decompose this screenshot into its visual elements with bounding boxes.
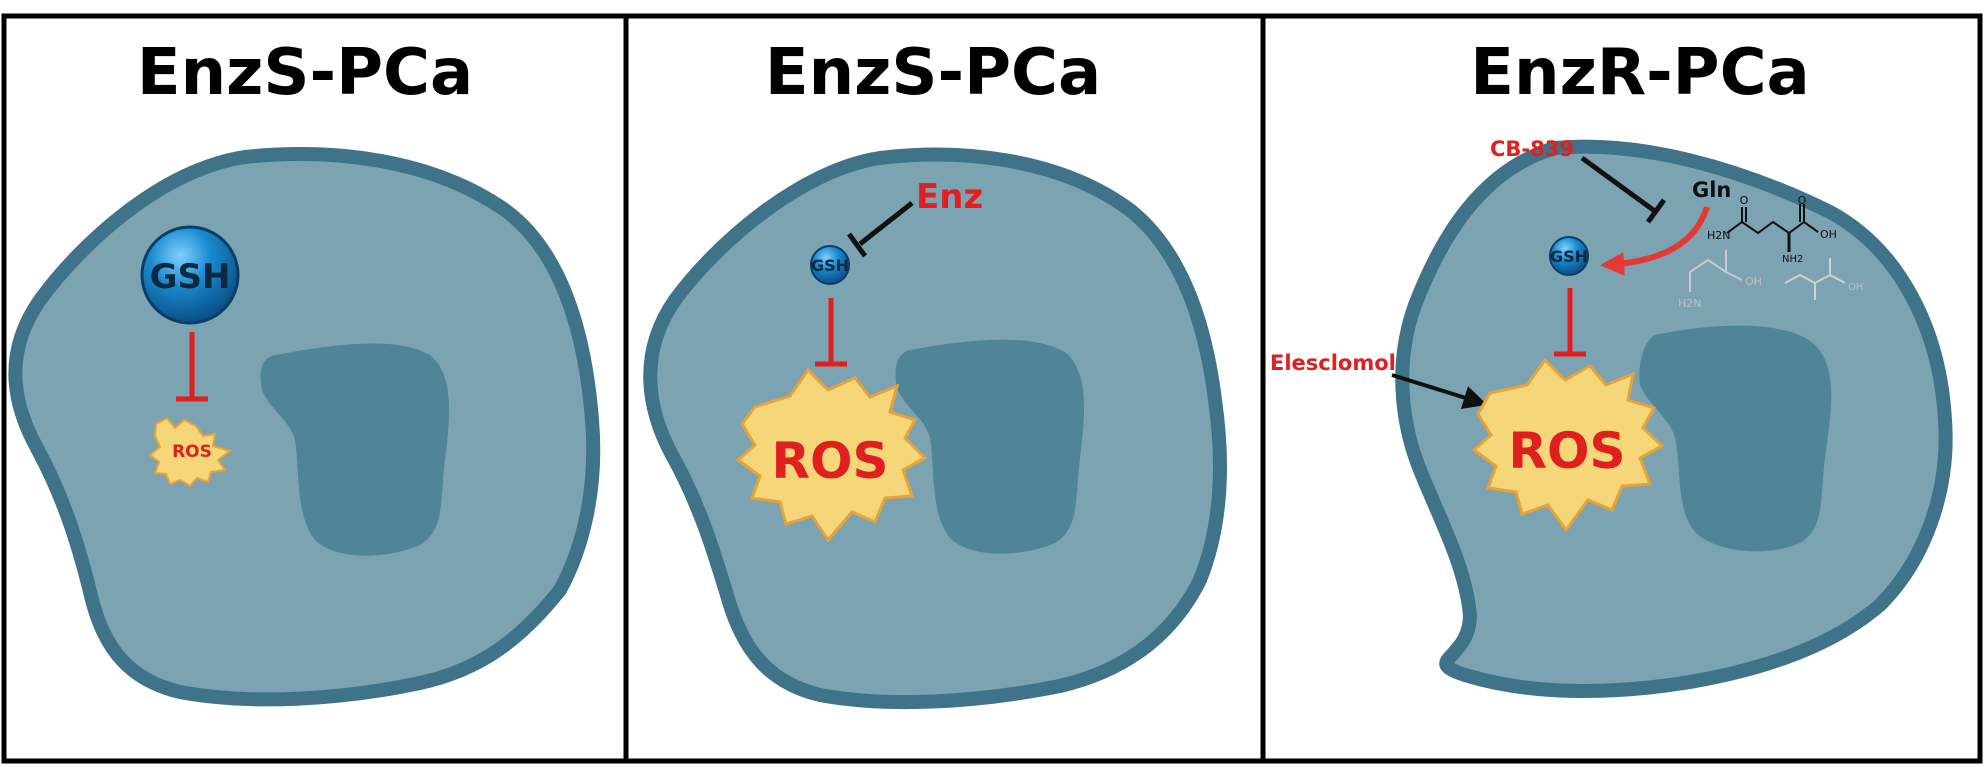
gsh-label-1: GSH xyxy=(150,257,231,297)
ros-label-3: ROS xyxy=(1508,422,1625,480)
enz-label: Enz xyxy=(916,177,983,217)
cb839-inhibition-bar xyxy=(1645,198,1667,224)
elesclomol-label: Elesclomol xyxy=(1270,351,1396,375)
chem-nh2: NH2 xyxy=(1782,254,1803,265)
ros-burst-2 xyxy=(735,367,928,543)
faint-oh-right: OH xyxy=(1848,282,1863,293)
nucleus-2 xyxy=(895,339,1085,554)
panel-2: EnzS-PCa GSH Enz ROS xyxy=(643,36,1227,710)
ros-label-1: ROS xyxy=(172,442,212,462)
chem-o-left: O xyxy=(1740,194,1749,207)
panel-1: EnzS-PCa GSH ROS xyxy=(8,36,601,707)
ros-burst-3 xyxy=(1471,357,1665,533)
gsh-label-2: GSH xyxy=(811,256,849,275)
gsh-label-3: GSH xyxy=(1550,247,1588,266)
ros-burst-1 xyxy=(148,416,233,488)
faint-molecule-left xyxy=(1689,250,1743,292)
faint-oh-left: OH xyxy=(1745,275,1762,288)
outer-frame xyxy=(1,13,1983,764)
panel-3: EnzR-PCa H2N OH OH O O H2N OH NH2 xyxy=(1270,36,1953,699)
chem-oh: OH xyxy=(1820,228,1837,241)
chem-h2n: H2N xyxy=(1707,229,1731,242)
faint-molecule-right xyxy=(1784,258,1846,300)
gsh-sphere-3 xyxy=(1549,236,1589,276)
cb839-label: CB-839 xyxy=(1490,137,1574,161)
glutamine-structure xyxy=(1726,204,1819,252)
nucleus-3 xyxy=(1639,325,1832,552)
gln-label: Gln xyxy=(1692,178,1731,202)
enz-inhibition-bar xyxy=(846,232,868,258)
panel-2-title: EnzS-PCa xyxy=(765,36,1101,110)
elesclomol-arrow xyxy=(1391,373,1488,410)
panel-3-title: EnzR-PCa xyxy=(1470,36,1809,110)
faint-nh-left: H2N xyxy=(1678,297,1702,310)
enz-inhibition-line xyxy=(858,201,914,246)
chem-o-right: O xyxy=(1798,194,1807,207)
ros-label-2: ROS xyxy=(771,432,888,490)
cb839-inhibition-line xyxy=(1580,155,1658,215)
gln-to-gsh-arrow xyxy=(1600,206,1710,276)
gsh-sphere-1 xyxy=(140,225,240,325)
gsh-sphere-2 xyxy=(810,245,850,285)
panel-1-title: EnzS-PCa xyxy=(137,36,473,110)
nucleus-1 xyxy=(260,343,450,556)
